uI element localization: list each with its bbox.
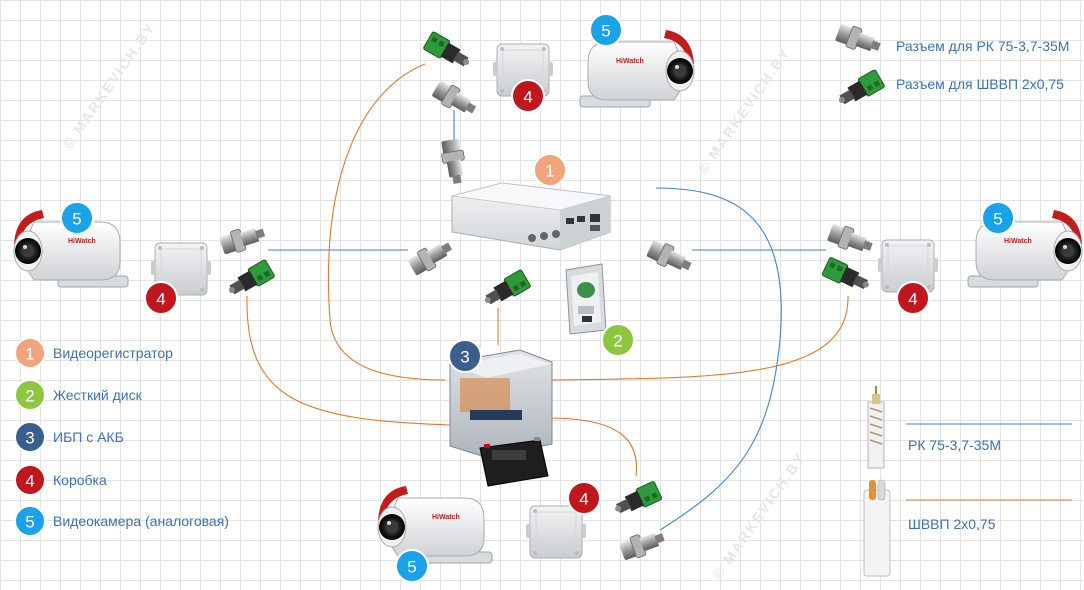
badge-number: 2: [613, 332, 622, 351]
coax-line-bottom: [655, 187, 782, 531]
badge-number: 5: [993, 210, 1002, 229]
device-legend: 1 Видеорегистратор 2 Жесткий диск 3 ИБП …: [14, 337, 229, 537]
power-cable-sample: [863, 479, 891, 577]
bnc-connector-top-1: [430, 77, 481, 121]
badge-box-right: 4: [896, 281, 930, 315]
badge-box-left: 4: [144, 281, 178, 315]
bnc-connector-legend: [833, 21, 884, 58]
power-jack-top: [422, 30, 475, 73]
bnc-connector-bottom: [617, 526, 668, 563]
watermark-center: © MARKEVICH.BY: [694, 44, 793, 176]
legend-label: Жесткий диск: [53, 387, 143, 403]
power-jack-legend-label: Разъем для ШВВП 2х0,75: [896, 76, 1064, 92]
power-line-right: [547, 295, 849, 381]
camera-brand-label: HiWatch: [616, 58, 644, 65]
legend-number: 1: [25, 345, 34, 364]
legend-number: 2: [25, 387, 34, 406]
power-line-bottom: [547, 417, 638, 477]
badge-number: 5: [407, 558, 416, 577]
power-jack-left: [223, 258, 276, 301]
watermark-left: © MARKEVICH.BY: [59, 19, 158, 151]
camera-right: HiWatch: [967, 209, 1083, 288]
power-jack-bottom: [610, 480, 663, 520]
bnc-connector-legend-label: Разъем для РК 75-3,7-35М: [896, 38, 1069, 54]
legend-number: 3: [25, 429, 34, 448]
dvr-recorder: [451, 182, 611, 251]
bnc-connector-left-1: [218, 221, 268, 257]
legend-item-ups: 3 ИБП с АКБ: [14, 421, 124, 453]
badge-number: 4: [156, 290, 165, 309]
camera-brand-label: HiWatch: [432, 514, 460, 521]
camera-left: HiWatch: [13, 209, 129, 288]
coax-cable-sample: [867, 386, 885, 469]
power-cable-legend-label: ШВВП 2х0,75: [908, 516, 996, 532]
bnc-connector-right-2: [825, 221, 876, 258]
badge-number: 5: [72, 210, 81, 229]
legend-item-box: 4 Коробка: [14, 464, 107, 496]
badge-box-bottom: 4: [567, 481, 601, 515]
coax-cable-legend-label: РК 75-3,7-35М: [908, 437, 1001, 453]
camera-bottom: HiWatch: [377, 485, 493, 564]
badge-box-top: 4: [511, 79, 545, 113]
watermark-bottom: © MARKEVICH.BY: [709, 449, 808, 581]
badge-number: 4: [523, 88, 532, 107]
power-line-top: [327, 63, 446, 381]
badge-number: 3: [460, 348, 469, 367]
power-lines: [246, 63, 1072, 501]
badge-camera-bottom: 5: [395, 549, 429, 583]
power-line-left: [246, 295, 451, 426]
badge-number: 1: [545, 162, 554, 181]
badge-camera-right: 5: [981, 201, 1015, 235]
power-jack-right: [821, 256, 874, 296]
legend-label: Видеорегистратор: [53, 345, 173, 361]
bnc-connector-right-1: [644, 237, 696, 278]
camera-brand-label: HiWatch: [1004, 238, 1032, 245]
legend-item-camera: 5 Видеокамера (аналоговая): [14, 505, 229, 537]
badge-number: 5: [601, 22, 610, 41]
bnc-connector-top-2: [438, 137, 469, 186]
junction-box-bottom: [525, 505, 587, 559]
legend-label: Видеокамера (аналоговая): [53, 513, 229, 529]
coax-lines: [268, 110, 1072, 531]
badge-camera-left: 5: [60, 201, 94, 235]
power-jack-dvr: [479, 268, 532, 311]
ups-with-battery: [449, 349, 553, 487]
legend-label: Коробка: [53, 472, 107, 488]
badge-camera-top: 5: [589, 13, 623, 47]
hard-disk: [565, 263, 607, 335]
legend-item-hdd: 2 Жесткий диск: [14, 379, 143, 411]
legend-number: 5: [25, 513, 34, 532]
camera-brand-label: HiWatch: [68, 238, 96, 245]
badge-recorder: 1: [533, 153, 567, 187]
badge-number: 4: [579, 490, 588, 509]
badge-number: 4: [908, 290, 917, 309]
camera-top: HiWatch: [579, 29, 695, 108]
bnc-connector-left-2: [406, 235, 457, 279]
badge-hdd: 2: [601, 323, 635, 357]
badge-ups: 3: [448, 339, 482, 373]
power-jack-legend: [833, 68, 886, 111]
legend-label: ИБП с АКБ: [53, 429, 124, 445]
legend-item-recorder: 1 Видеорегистратор: [14, 337, 173, 369]
legend-number: 4: [25, 472, 34, 491]
